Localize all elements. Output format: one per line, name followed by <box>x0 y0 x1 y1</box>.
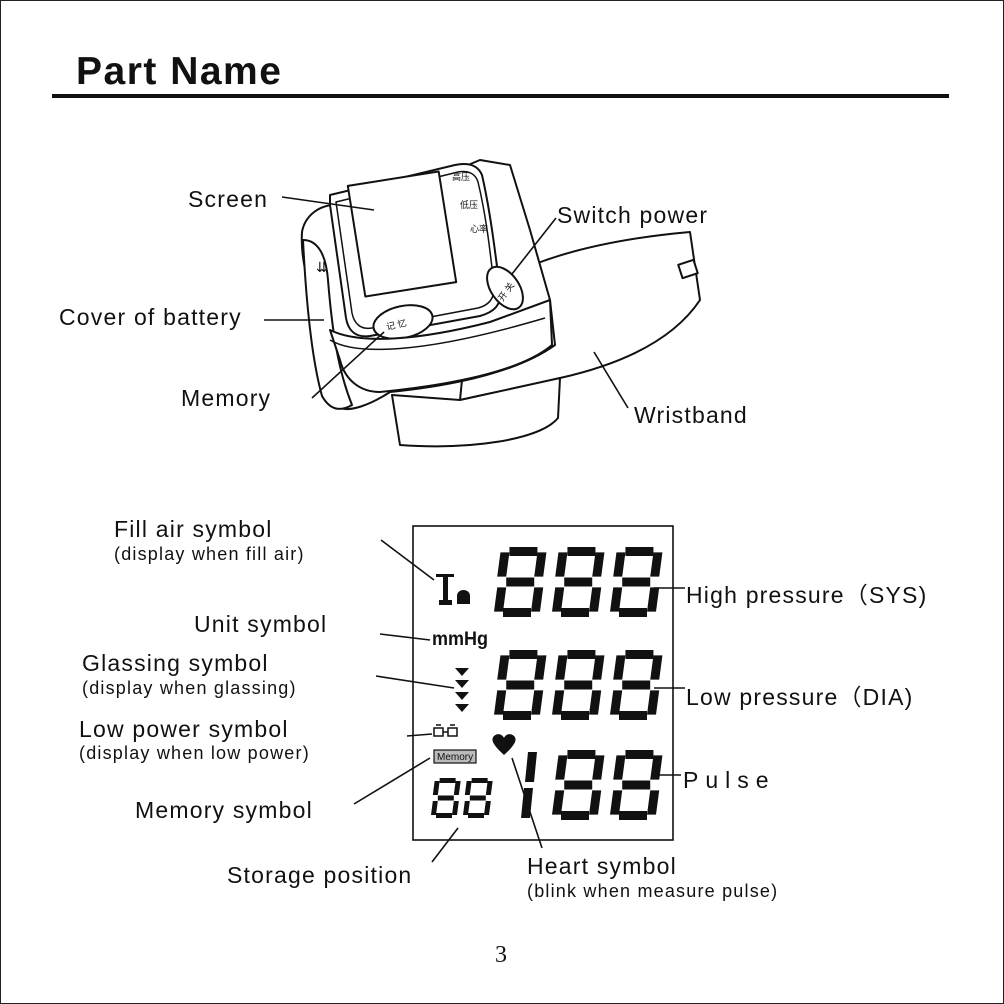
side-label-sys: 高压 <box>452 171 470 182</box>
switch-button <box>486 265 524 311</box>
low-power-icon <box>433 724 458 737</box>
memory-button-text: 记 忆 <box>385 317 407 332</box>
glassing-label: Glassing symbol <box>82 650 269 676</box>
unit-symbol-text: mmHg <box>432 628 488 650</box>
fill-air-note: (display when fill air) <box>114 544 305 564</box>
pulse-digit-3 <box>610 750 663 820</box>
pulse-digit-1 <box>521 752 537 818</box>
screen-label: Screen <box>188 186 269 212</box>
memory-symbol-label: Memory symbol <box>135 797 313 823</box>
low-pressure-label: Low pressure（DIA) <box>686 684 914 710</box>
device-screen <box>346 170 458 298</box>
sys-digit-3 <box>610 547 663 617</box>
memory-symbol-badge <box>433 749 477 764</box>
side-label-dia: 低压 <box>460 199 478 210</box>
side-label-pulse: 心率 <box>470 223 488 234</box>
battery-arrow-icon: ⇊ <box>316 259 328 275</box>
memory-symbol-text: Memory <box>437 752 473 763</box>
pulse-label: Pulse <box>683 767 776 793</box>
heart-symbol-label: Heart symbol <box>527 853 677 879</box>
storage-position-label: Storage position <box>227 862 413 888</box>
lcd-digits <box>431 547 663 820</box>
fill-air-label: Fill air symbol <box>114 516 273 542</box>
sys-digit-2 <box>552 547 605 617</box>
title-rule <box>52 94 949 98</box>
page-number: 3 <box>495 942 507 968</box>
unit-symbol-label: Unit symbol <box>194 611 328 637</box>
battery-cover-label: Cover of battery <box>59 304 242 330</box>
lcd-leader-lines <box>353 539 685 863</box>
high-pressure-label: High pressure（SYS) <box>686 582 928 608</box>
dia-digit-1 <box>494 650 547 720</box>
glassing-icon <box>455 668 469 712</box>
device-illustration <box>300 159 701 448</box>
pulse-digit-2 <box>552 750 605 820</box>
page-title: Part Name <box>76 50 283 93</box>
battery-cover <box>302 239 353 410</box>
low-power-note: (display when low power) <box>79 743 310 763</box>
wristband-slot <box>677 258 699 280</box>
heart-icon <box>492 734 516 755</box>
storage-digit-2 <box>463 778 493 818</box>
device-leader-lines <box>264 196 629 409</box>
heart-symbol-note: (blink when measure pulse) <box>527 881 779 901</box>
low-power-label: Low power symbol <box>79 716 289 742</box>
fill-air-icon <box>436 574 470 605</box>
switch-power-label: Switch power <box>557 202 709 228</box>
storage-digit-1 <box>431 778 461 818</box>
dia-digit-3 <box>610 650 663 720</box>
glassing-note: (display when glassing) <box>82 678 297 698</box>
dia-digit-2 <box>552 650 605 720</box>
memory-label: Memory <box>181 385 272 411</box>
sys-digit-1 <box>494 547 547 617</box>
wristband-label: Wristband <box>634 402 748 428</box>
